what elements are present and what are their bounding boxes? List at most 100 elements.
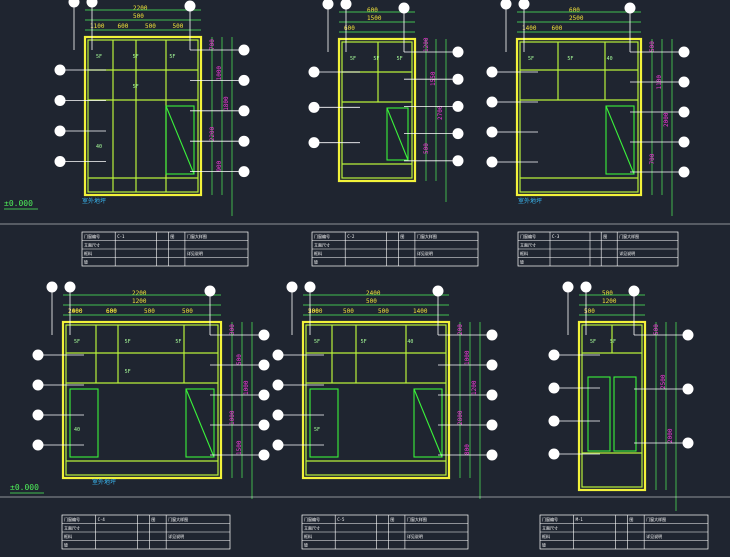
title-block-cell: 图 bbox=[603, 233, 607, 239]
callout-bubble bbox=[340, 0, 352, 10]
title-block-cell: 详见说明 bbox=[646, 533, 662, 539]
title-block-cell: 门窗编号 bbox=[314, 233, 330, 239]
dim-text-side: 500 bbox=[653, 324, 660, 335]
sash-diagonal bbox=[605, 105, 635, 175]
callout-bubble bbox=[486, 66, 498, 78]
title-block-cell: 玻 bbox=[542, 542, 546, 548]
callout-bubble bbox=[54, 125, 66, 137]
title-block-cell: 框料 bbox=[84, 250, 92, 256]
title-block-cell: 门窗大样图 bbox=[407, 516, 427, 522]
callout-bubble bbox=[322, 0, 334, 10]
callout-bubble bbox=[258, 389, 270, 401]
dim-text-top: 2200 bbox=[132, 290, 147, 297]
callout-bubble bbox=[452, 46, 464, 58]
callout-bubble bbox=[54, 156, 66, 167]
title-block-cell: 框料 bbox=[64, 533, 72, 539]
dim-text-top: 600 bbox=[118, 23, 129, 30]
callout-bubble bbox=[204, 285, 216, 297]
title-block-cell: C-4 bbox=[98, 517, 106, 522]
title-block-cell: 门窗编号 bbox=[84, 233, 100, 239]
dim-text-top: 500 bbox=[343, 308, 354, 315]
dim-text-side: 2700 bbox=[437, 105, 444, 120]
glass-mark: 40 bbox=[407, 339, 413, 345]
outer-frame bbox=[61, 320, 223, 480]
dim-text-top: 1200 bbox=[132, 298, 147, 305]
dim-text-side: 800 bbox=[464, 444, 471, 455]
callout-bubble bbox=[624, 2, 636, 14]
title-block-cell: 框料 bbox=[304, 533, 312, 539]
dim-text-side: 1000 bbox=[243, 380, 250, 395]
dim-text-side: 1000 bbox=[216, 66, 223, 81]
glass-mark: 5F bbox=[175, 339, 181, 345]
callout-bubble bbox=[486, 156, 498, 168]
callout-bubble bbox=[308, 101, 320, 113]
dim-text-side: 2800 bbox=[457, 410, 464, 425]
dim-text-top: 2000 bbox=[308, 308, 323, 315]
callout-bubble bbox=[452, 73, 464, 85]
callout-bubble bbox=[238, 135, 250, 147]
glass-mark: 5F bbox=[133, 84, 139, 90]
dim-text-top: 500 bbox=[584, 308, 595, 315]
title-block-cell: 图 bbox=[170, 233, 174, 239]
callout-bubble bbox=[518, 0, 530, 10]
opening-sash bbox=[165, 105, 195, 175]
title-block-cell: M-1 bbox=[576, 517, 584, 522]
opening-sash bbox=[605, 105, 635, 175]
callout-bubble bbox=[272, 379, 284, 391]
dim-text-side: 1800 bbox=[223, 96, 230, 111]
dim-text-top: 1500 bbox=[367, 15, 382, 22]
dim-text-top: 2000 bbox=[68, 308, 83, 315]
outer-frame bbox=[301, 320, 451, 480]
opening-sash bbox=[413, 388, 443, 458]
callout-bubble bbox=[86, 0, 98, 8]
dim-text-top: 600 bbox=[552, 25, 563, 32]
dim-text-top: 500 bbox=[145, 23, 156, 30]
title-block-cell: 门窗编号 bbox=[520, 233, 536, 239]
sash-diagonal bbox=[386, 107, 409, 161]
dim-text-side: 700 bbox=[209, 39, 216, 50]
glass-mark: 5F bbox=[528, 56, 534, 62]
callout-bubble bbox=[238, 166, 250, 178]
outer-frame bbox=[577, 320, 647, 492]
glass-mark: 5F bbox=[314, 339, 320, 345]
glass-mark: 5F bbox=[133, 54, 139, 60]
callout-bubble bbox=[398, 2, 410, 14]
callout-bubble bbox=[32, 409, 44, 421]
dim-text-top: 500 bbox=[308, 308, 319, 315]
callout-bubble bbox=[486, 126, 498, 138]
callout-bubble bbox=[486, 389, 498, 401]
callout-bubble bbox=[432, 285, 444, 297]
callout-bubble bbox=[32, 439, 44, 451]
callout-bubble bbox=[580, 281, 592, 293]
callout-bubble bbox=[562, 281, 574, 293]
dim-text-top: 500 bbox=[173, 23, 184, 30]
title-block-cell: 立面尺寸 bbox=[542, 525, 558, 531]
callout-bubble bbox=[548, 382, 560, 394]
callout-bubble bbox=[286, 281, 298, 293]
callout-bubble bbox=[628, 285, 640, 297]
callout-bubble bbox=[486, 419, 498, 431]
dim-text-top: 600 bbox=[106, 308, 117, 315]
outer-frame bbox=[515, 37, 643, 197]
glass-mark: 40 bbox=[607, 56, 613, 62]
dim-text-side: 2500 bbox=[660, 374, 667, 389]
callout-bubble bbox=[238, 44, 250, 56]
dim-text-side: 500 bbox=[236, 354, 243, 365]
dim-text-side: 700 bbox=[649, 153, 656, 164]
callout-bubble bbox=[272, 439, 284, 451]
title-block-cell: 门窗编号 bbox=[64, 516, 80, 522]
dim-text-top: 2500 bbox=[569, 15, 584, 22]
title-block-cell: 立面尺寸 bbox=[314, 242, 330, 248]
title-block-cell: 图 bbox=[390, 516, 394, 522]
callout-bubble bbox=[682, 329, 694, 341]
title-block-cell: 门窗编号 bbox=[304, 516, 320, 522]
callout-bubble bbox=[258, 359, 270, 371]
callout-bubble bbox=[486, 359, 498, 371]
